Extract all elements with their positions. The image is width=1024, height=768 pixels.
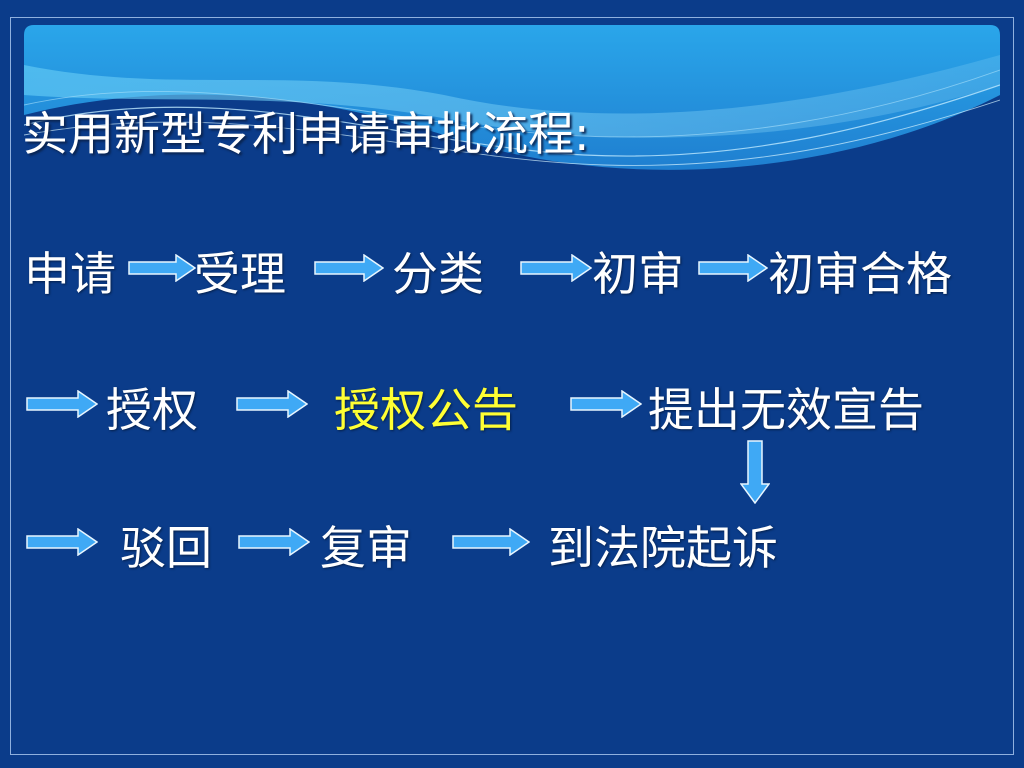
step-grant-notice: 授权公告 [334, 383, 518, 437]
arrow-right-icon [698, 254, 768, 282]
arrow-right-icon [314, 254, 384, 282]
slide-frame [10, 17, 1014, 755]
step-prelim-pass: 初审合格 [768, 247, 952, 301]
step-apply: 申请 [24, 247, 116, 301]
step-court: 到法院起诉 [548, 521, 778, 575]
arrow-right-icon [570, 390, 642, 418]
step-grant: 授权 [106, 383, 198, 437]
arrow-down-icon [740, 440, 770, 504]
wave-banner [24, 25, 1000, 170]
arrow-right-icon [236, 390, 308, 418]
arrow-right-icon [238, 528, 310, 556]
arrow-right-icon [452, 528, 530, 556]
step-prelim: 初审 [592, 247, 684, 301]
arrow-right-icon [26, 390, 98, 418]
step-invalid-request: 提出无效宣告 [648, 383, 924, 437]
arrow-right-icon [128, 254, 196, 282]
step-classify: 分类 [392, 247, 484, 301]
page-title: 实用新型专利申请审批流程: [22, 107, 590, 161]
step-reexam: 复审 [320, 521, 412, 575]
step-reject: 驳回 [120, 521, 212, 575]
step-accept: 受理 [194, 247, 286, 301]
arrow-right-icon [26, 528, 98, 556]
arrow-right-icon [520, 254, 592, 282]
